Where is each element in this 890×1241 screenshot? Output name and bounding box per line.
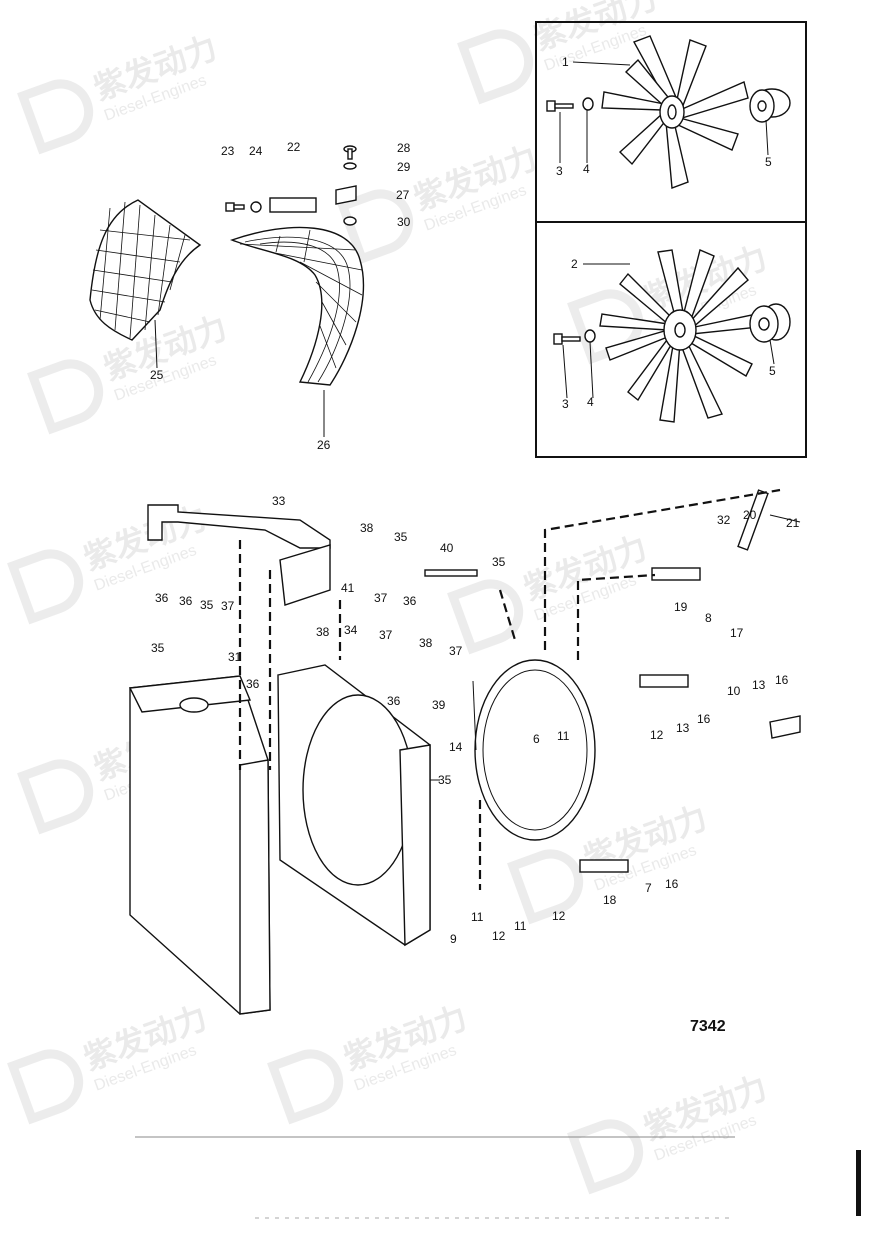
mesh-guard-26 <box>229 226 365 386</box>
fan-12-blade <box>599 249 769 423</box>
callout: 10 <box>727 684 741 698</box>
callout: 4 <box>587 395 594 409</box>
watermark: 紫发动力 Diesel-Engines <box>337 139 542 265</box>
callout: 11 <box>471 910 484 924</box>
callout: 40 <box>440 541 454 555</box>
callout: 36 <box>246 677 260 691</box>
watermark: 紫发动力 Diesel-Engines <box>267 999 472 1125</box>
callout: 36 <box>155 591 169 605</box>
callout: 20 <box>743 508 757 522</box>
callout: 18 <box>603 893 617 907</box>
callout: 3 <box>556 164 563 178</box>
radiator-31 <box>128 675 271 1015</box>
callout: 4 <box>583 162 590 176</box>
stud-40 <box>424 569 478 577</box>
callout: 12 <box>650 728 664 742</box>
callout: 12 <box>492 929 506 943</box>
callout: 32 <box>717 513 731 527</box>
callout: 17 <box>730 626 744 640</box>
fan-shroud-32 <box>277 664 431 947</box>
callout: 16 <box>697 712 711 726</box>
watermark-layer: 紫发动力 Diesel-Engines 紫发动力 Diesel-Engines … <box>7 0 772 1195</box>
callout: 8 <box>705 611 712 625</box>
callout: 5 <box>765 155 772 169</box>
fan-ring-6 <box>474 659 596 841</box>
callout: 30 <box>397 215 411 229</box>
callout-labels: 1 2 3 4 5 3 4 5 23 24 22 28 29 27 30 25 … <box>150 55 800 946</box>
watermark: 紫发动力 Diesel-Engines <box>567 1069 772 1195</box>
callout: 16 <box>775 673 789 687</box>
callout: 31 <box>228 650 242 664</box>
callout: 6 <box>533 732 540 746</box>
callout: 37 <box>379 628 393 642</box>
callout: 19 <box>674 600 688 614</box>
callout: 1 <box>562 55 569 69</box>
drawing-number: 7342 <box>690 1018 726 1035</box>
callout: 35 <box>200 598 214 612</box>
callout: 27 <box>396 188 410 202</box>
callout: 35 <box>438 773 452 787</box>
callout: 5 <box>769 364 776 378</box>
bracket-33 <box>147 504 331 606</box>
callout: 36 <box>387 694 401 708</box>
callout: 3 <box>562 397 569 411</box>
watermark: 紫发动力 Diesel-Engines <box>7 999 212 1125</box>
callout: 37 <box>221 599 235 613</box>
callout: 29 <box>397 160 411 174</box>
watermark: 紫发动力 Diesel-Engines <box>17 29 222 155</box>
fan-hub-1 <box>749 88 791 123</box>
bolt-and-washer-1 <box>546 97 594 112</box>
watermark: 紫发动力 Diesel-Engines <box>447 529 652 655</box>
callout: 22 <box>287 140 301 154</box>
callout: 35 <box>394 530 408 544</box>
callout: 28 <box>397 141 411 155</box>
callout: 9 <box>450 932 457 946</box>
callout: 33 <box>272 494 286 508</box>
callout: 39 <box>432 698 446 712</box>
mesh-guard-25 <box>89 199 202 341</box>
callout: 16 <box>665 877 679 891</box>
callout: 38 <box>419 636 433 650</box>
bolt-and-washer-2 <box>553 329 596 345</box>
fan-inset-panel <box>535 21 807 458</box>
callout: 2 <box>571 257 578 271</box>
callout: 35 <box>151 641 165 655</box>
callout: 25 <box>150 368 164 382</box>
assembly-guide-lines <box>238 488 781 890</box>
scan-edge-lines <box>135 1136 861 1219</box>
callout: 38 <box>360 521 374 535</box>
callout: 37 <box>449 644 463 658</box>
leader-lines <box>154 61 801 781</box>
callout: 7 <box>645 881 652 895</box>
callout: 24 <box>249 144 263 158</box>
callout: 13 <box>752 678 766 692</box>
callout: 37 <box>374 591 388 605</box>
callout: 34 <box>344 623 358 637</box>
fan-8-blade <box>601 35 749 189</box>
hoses-and-pipes <box>579 489 801 873</box>
callout: 36 <box>403 594 417 608</box>
callout: 21 <box>786 516 800 530</box>
fan-hub-2 <box>749 303 791 343</box>
callout: 11 <box>557 729 570 743</box>
callout: 14 <box>449 740 463 754</box>
callout: 23 <box>221 144 235 158</box>
callout: 41 <box>341 581 355 595</box>
callout: 13 <box>676 721 690 735</box>
callout: 26 <box>317 438 331 452</box>
callout: 36 <box>179 594 193 608</box>
callout: 38 <box>316 625 330 639</box>
callout: 11 <box>514 919 527 933</box>
callout: 35 <box>492 555 506 569</box>
small-hardware-22-30 <box>225 145 357 226</box>
callout: 12 <box>552 909 566 923</box>
